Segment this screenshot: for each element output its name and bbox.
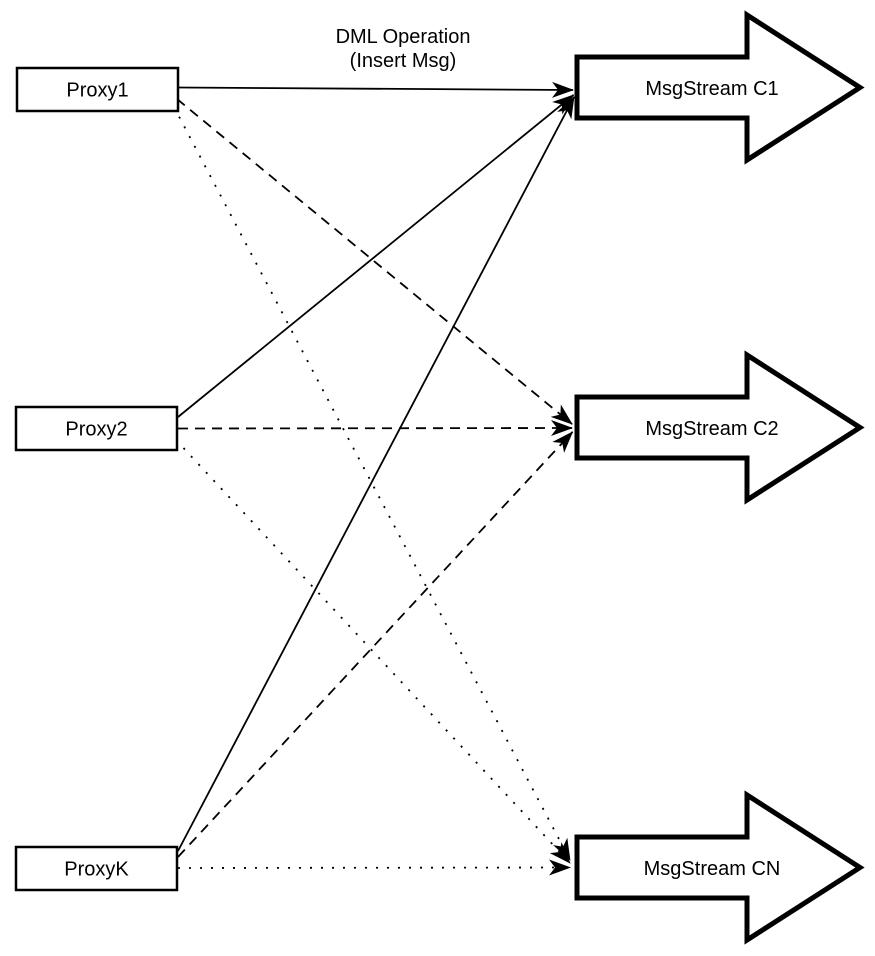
msgstream-cn-label: MsgStream CN — [644, 858, 781, 880]
msgstream-c1-label: MsgStream C1 — [645, 78, 778, 100]
connector-label-line1: DML Operation — [336, 26, 471, 48]
edge-proxy2-to-c1 — [177, 94, 575, 418]
proxy1-node: Proxy1 — [15, 66, 180, 113]
msgstream-c2-arrow — [574, 350, 865, 505]
proxyk-label: ProxyK — [64, 859, 129, 881]
edge-proxyk-to-c2 — [177, 431, 574, 858]
proxy1-box — [15, 66, 180, 113]
edges — [173, 81, 575, 876]
msgstream-c1-node: MsgStream C1 — [574, 10, 865, 165]
proxy1-label: Proxy1 — [66, 80, 128, 102]
proxy-nodes: Proxy1 Proxy2 ProxyK — [14, 66, 180, 892]
edge-proxyk-to-c1 — [177, 96, 575, 852]
stream-nodes: MsgStream C1 MsgStream C2 MsgStream CN — [574, 10, 865, 945]
edge-proxy1-to-c1 — [177, 81, 574, 98]
msgstream-c2-label: MsgStream C2 — [645, 418, 778, 440]
proxy2-node: Proxy2 — [14, 405, 179, 452]
msgstream-c1-arrow — [574, 10, 865, 165]
edge-proxy2-to-c2 — [177, 420, 573, 437]
proxy2-box — [14, 405, 179, 452]
msgstream-cn-arrow — [574, 790, 865, 945]
edge-proxyk-to-cn — [177, 859, 571, 876]
edge-proxy1-to-c2 — [176, 98, 573, 425]
proxyk-box — [14, 845, 179, 892]
proxyk-node: ProxyK — [14, 845, 179, 892]
msgstream-cn-node: MsgStream CN — [574, 790, 865, 945]
connector-label: DML Operation (Insert Msg) — [336, 26, 471, 72]
proxy2-label: Proxy2 — [65, 419, 127, 441]
msgstream-c2-node: MsgStream C2 — [574, 350, 865, 505]
edge-proxy2-to-cn — [175, 439, 571, 864]
connector-label-line2: (Insert Msg) — [350, 50, 457, 72]
